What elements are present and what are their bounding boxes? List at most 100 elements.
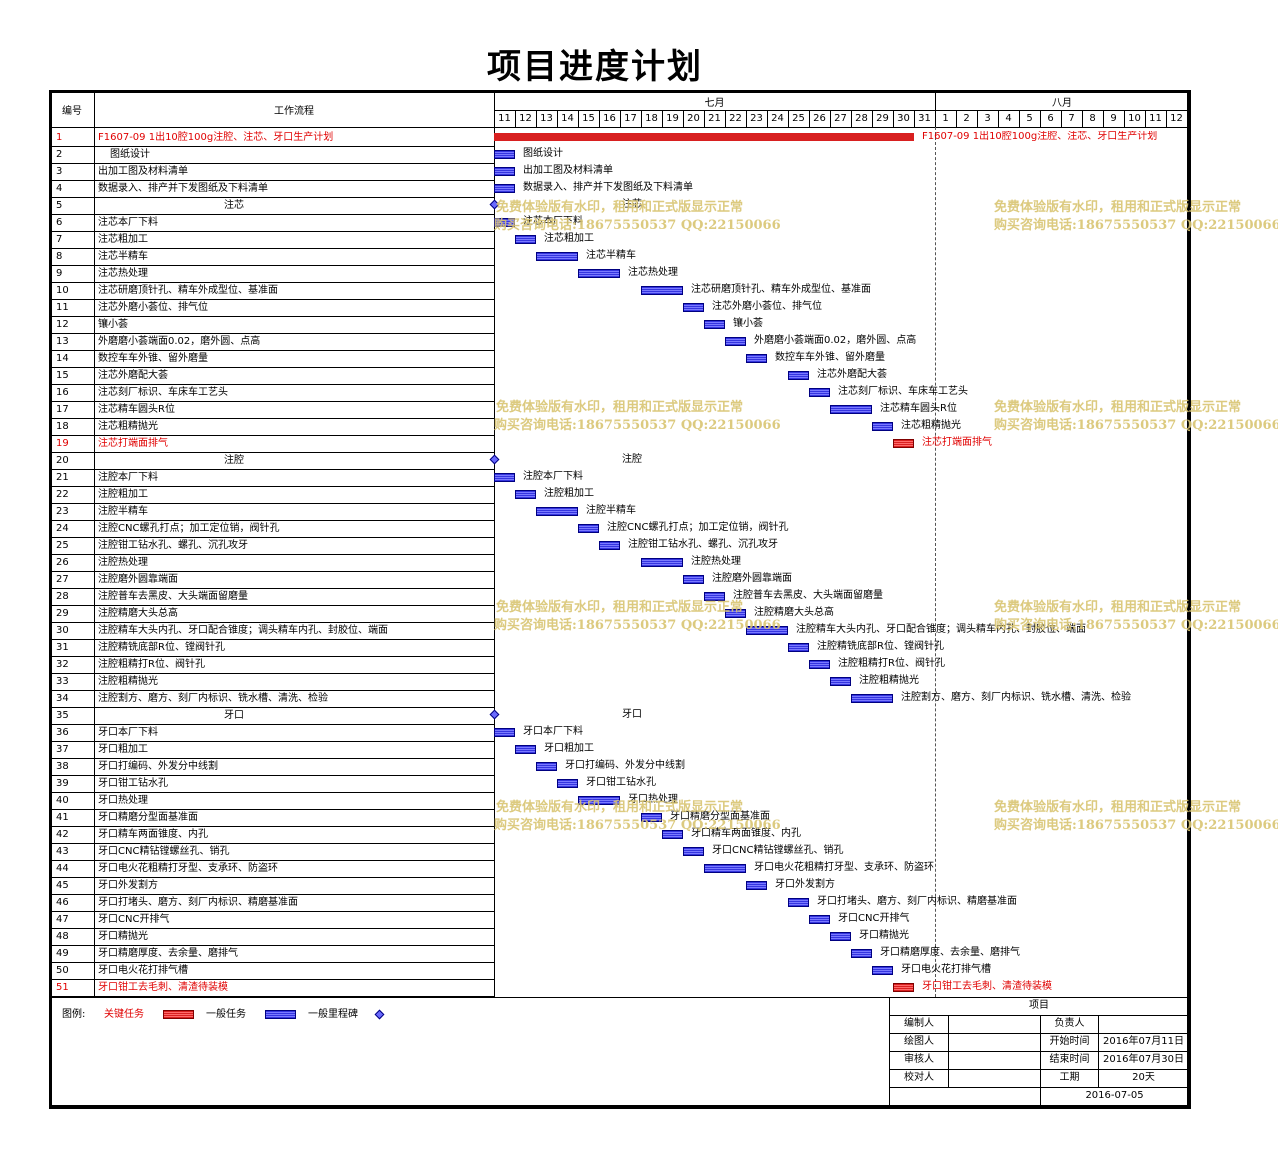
grid-line (52, 163, 494, 164)
task-name: 镶小荟 (98, 319, 128, 330)
task-number: 37 (56, 744, 69, 755)
grid-line (557, 110, 558, 127)
grid-line (52, 758, 494, 759)
signoff-cell (949, 1069, 1040, 1087)
header-month-august: 八月 (1052, 98, 1072, 109)
bar-label: 数控车车外锥、留外磨量 (775, 352, 885, 363)
grid-line (1098, 1015, 1099, 1087)
day-number: 14 (561, 113, 574, 124)
grid-line (52, 503, 494, 504)
grid-line (1124, 110, 1125, 127)
critical-task-bar (893, 439, 914, 448)
signoff-cell: 校对人 (904, 1072, 934, 1083)
task-number: 10 (56, 285, 69, 296)
task-bar (830, 405, 872, 414)
grid-line (52, 214, 494, 215)
task-bar (809, 660, 830, 669)
grid-line (52, 299, 494, 300)
task-name: 牙口钳工去毛刺、清渣待装模 (98, 982, 228, 993)
task-name: 牙口CNC开排气 (98, 914, 170, 925)
task-name: 注芯粗加工 (98, 234, 148, 245)
task-name: F1607-09 1出10腔100g注腔、注芯、牙口生产计划 (98, 132, 334, 143)
day-number: 27 (834, 113, 847, 124)
task-name: 注腔割方、磨方、刻厂内标识、铣水槽、清洗、检验 (98, 693, 328, 704)
task-bar (494, 218, 515, 227)
signoff-cell: 编制人 (904, 1018, 934, 1029)
grid-line (52, 486, 494, 487)
signoff-start-date: 2016年07月11日 (1103, 1036, 1184, 1047)
task-bar (704, 864, 746, 873)
task-bar (536, 507, 578, 516)
task-name: 牙口打编码、外发分中线割 (98, 761, 218, 772)
day-number: 28 (855, 113, 868, 124)
grid-line (52, 520, 494, 521)
legend-label: 图例: (62, 1009, 86, 1020)
bar-label: 牙口外发割方 (775, 879, 835, 890)
task-number: 4 (56, 183, 63, 194)
task-number: 40 (56, 795, 69, 806)
grid-line (52, 282, 494, 283)
grid-line (809, 110, 810, 127)
grid-line (935, 92, 936, 128)
bar-label: 牙口电火花粗精打牙型、支承环、防盗环 (754, 862, 934, 873)
signoff-cell: 结束时间 (1049, 1054, 1090, 1065)
month-divider (935, 127, 936, 997)
grid-line (52, 350, 494, 351)
task-number: 47 (56, 914, 69, 925)
day-number: 23 (750, 113, 763, 124)
day-number: 7 (1068, 113, 1075, 124)
bar-label: 注芯研磨顶针孔、精车外成型位、基准面 (691, 284, 871, 295)
task-number: 19 (56, 438, 69, 449)
task-bar (746, 354, 767, 363)
task-name: 牙口CNC精钻镗螺丝孔、销孔 (98, 846, 230, 857)
day-number: 17 (624, 113, 637, 124)
grid-line (536, 110, 537, 127)
grid-line (52, 571, 494, 572)
task-name: 注腔钳工钻水孔、螺孔、沉孔攻牙 (98, 540, 248, 551)
signoff-date: 2016-07-05 (1085, 1090, 1144, 1101)
bar-label: 注腔精磨大头总高 (754, 607, 834, 618)
bar-label: F1607-09 1出10腔100g注腔、注芯、牙口生产计划 (922, 131, 1158, 142)
task-number: 24 (56, 523, 69, 534)
task-bar (788, 898, 809, 907)
day-number: 20 (687, 113, 700, 124)
task-bar (872, 966, 893, 975)
bar-label: 牙口CNC精钻镗螺丝孔、销孔 (712, 845, 844, 856)
grid-line (52, 248, 494, 249)
critical-task-bar (893, 983, 914, 992)
task-bar (494, 473, 515, 482)
grid-line (1082, 110, 1083, 127)
task-name: 注腔普车去黑皮、大头端面留磨量 (98, 591, 248, 602)
bar-label: 注腔精车大头内孔、牙口配合锥度；调头精车内孔、封胶位、端面 (796, 624, 1086, 635)
legend-task-label: 一般任务 (206, 1009, 246, 1020)
task-bar (578, 796, 620, 805)
task-number: 25 (56, 540, 69, 551)
grid-line (641, 110, 642, 127)
task-bar (746, 626, 788, 635)
grid-line (52, 707, 494, 708)
day-number: 1 (942, 113, 949, 124)
task-number: 29 (56, 608, 69, 619)
task-number: 36 (56, 727, 69, 738)
bar-label: 注腔钳工钻水孔、螺孔、沉孔攻牙 (628, 539, 778, 550)
grid-line (956, 110, 957, 127)
task-name: 注芯外磨小荟位、排气位 (98, 302, 208, 313)
task-number: 39 (56, 778, 69, 789)
bar-label: 牙口本厂下料 (523, 726, 583, 737)
bar-label: 注腔粗精抛光 (859, 675, 919, 686)
task-bar (683, 847, 704, 856)
task-name: 牙口电火花打排气槽 (98, 965, 188, 976)
grid-line (998, 110, 999, 127)
grid-line (52, 588, 494, 589)
header-num: 编号 (62, 106, 82, 117)
task-bar (683, 303, 704, 312)
task-number: 11 (56, 302, 69, 313)
task-number: 31 (56, 642, 69, 653)
task-name: 牙口热处理 (98, 795, 148, 806)
day-number: 31 (918, 113, 931, 124)
task-bar (851, 694, 893, 703)
bar-label: 牙口打堵头、磨方、刻厂内标识、精磨基准面 (817, 896, 1017, 907)
day-number: 4 (1005, 113, 1012, 124)
header-month-july: 七月 (704, 98, 725, 109)
task-number: 32 (56, 659, 69, 670)
